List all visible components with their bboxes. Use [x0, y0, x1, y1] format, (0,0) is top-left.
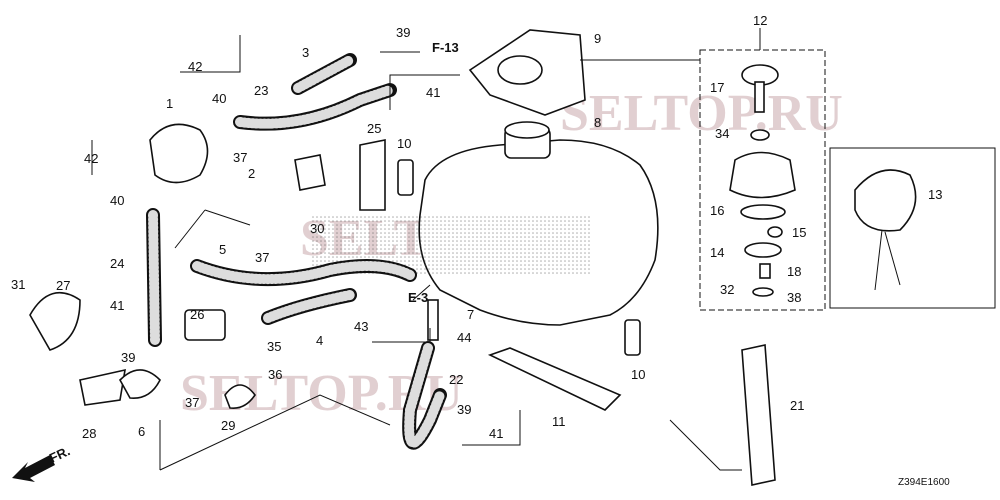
leader-lines [91, 28, 761, 471]
callout[interactable]: 42 [84, 151, 98, 166]
drawing-code: Z394E1600 [898, 477, 950, 488]
fuel-pump [149, 123, 209, 184]
callout[interactable]: 16 [710, 203, 724, 218]
callout[interactable]: 41 [110, 298, 124, 313]
callout[interactable]: 5 [219, 242, 226, 257]
callout[interactable]: 44 [457, 330, 471, 345]
callout[interactable]: 39 [457, 402, 471, 417]
front-arrow-icon [12, 455, 55, 482]
fuel-tank [310, 121, 659, 326]
callout[interactable]: 35 [267, 339, 281, 354]
reference-e3[interactable]: E-3 [408, 290, 428, 305]
callout[interactable]: 23 [254, 83, 268, 98]
callout[interactable]: 39 [121, 350, 135, 365]
callout[interactable]: 3 [302, 45, 309, 60]
strainer-plate [487, 347, 622, 411]
callout[interactable]: 12 [753, 13, 767, 28]
callout[interactable]: 27 [56, 278, 70, 293]
front-marker: FR. [47, 443, 72, 465]
callout[interactable]: 8 [594, 115, 601, 130]
callout[interactable]: 10 [397, 136, 411, 151]
small-parts [29, 139, 641, 410]
callout[interactable]: 6 [138, 424, 145, 439]
callout[interactable]: 28 [82, 426, 96, 441]
callout[interactable]: 22 [449, 372, 463, 387]
callout[interactable]: 10 [631, 367, 645, 382]
callout[interactable]: 36 [268, 367, 282, 382]
callout[interactable]: 39 [396, 25, 410, 40]
fuel-cap-assembly [699, 49, 996, 486]
hoses [146, 53, 447, 450]
callout[interactable]: 18 [787, 264, 801, 279]
callout[interactable]: 43 [354, 319, 368, 334]
callout[interactable]: 1 [166, 96, 173, 111]
callout[interactable]: 30 [310, 221, 324, 236]
callout-labels: 12 17 34 16 15 14 18 32 38 13 21 9 8 39 … [11, 13, 942, 441]
reference-f13[interactable]: F-13 [432, 40, 459, 55]
callout[interactable]: 37 [185, 395, 199, 410]
callout[interactable]: 21 [790, 398, 804, 413]
callout[interactable]: 40 [110, 193, 124, 208]
callout[interactable]: 37 [233, 150, 247, 165]
callout[interactable]: 41 [426, 85, 440, 100]
callout[interactable]: 42 [188, 59, 202, 74]
callout[interactable]: 15 [792, 225, 806, 240]
callout[interactable]: 4 [316, 333, 323, 348]
callout[interactable]: 40 [212, 91, 226, 106]
callout[interactable]: 17 [710, 80, 724, 95]
callout[interactable]: 26 [190, 307, 204, 322]
callout[interactable]: 38 [787, 290, 801, 305]
callout[interactable]: 7 [467, 307, 474, 322]
callout[interactable]: 34 [715, 126, 729, 141]
callout[interactable]: 13 [928, 187, 942, 202]
watermark: SELTOP.RU [560, 85, 843, 142]
callout[interactable]: 9 [594, 31, 601, 46]
callout[interactable]: 29 [221, 418, 235, 433]
callout[interactable]: 37 [255, 250, 269, 265]
callout[interactable]: 31 [11, 277, 25, 292]
callout[interactable]: 2 [248, 166, 255, 181]
callout[interactable]: 11 [552, 414, 566, 429]
callout[interactable]: 32 [720, 282, 734, 297]
callout[interactable]: 25 [367, 121, 381, 136]
callout[interactable]: 41 [489, 426, 503, 441]
callout[interactable]: 24 [110, 256, 124, 271]
callout[interactable]: 14 [710, 245, 724, 260]
